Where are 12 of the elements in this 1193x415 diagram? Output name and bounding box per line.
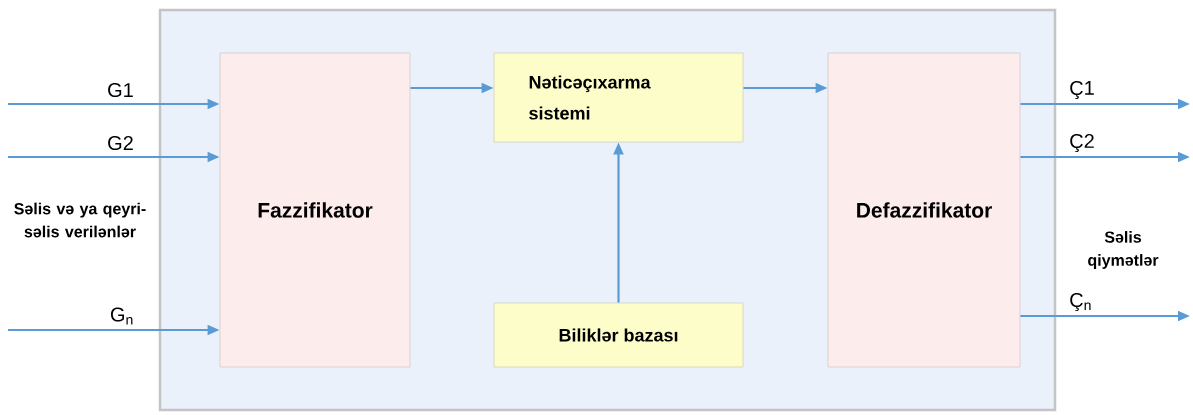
side-label: Səlis və ya qeyri-səlis verilənlər [14,202,146,238]
edge-label: G$_{n}$ [110,307,133,325]
edge-label: G2 [108,135,133,151]
process-box: Fazzifikator [219,52,411,368]
edge-label: G1 [108,82,133,98]
side-label: Səlis qiymətlər [1088,231,1159,269]
edge-label: Ç$_{n}$ [1070,292,1091,312]
edge-label: Ç1 [1070,80,1094,100]
process-box: Nəticəçıxarma sistemi [493,52,744,143]
process-box: Defazzifikator [827,52,1021,368]
edge-label: Ç2 [1070,133,1094,153]
process-box: Biliklər bazası [493,302,744,368]
